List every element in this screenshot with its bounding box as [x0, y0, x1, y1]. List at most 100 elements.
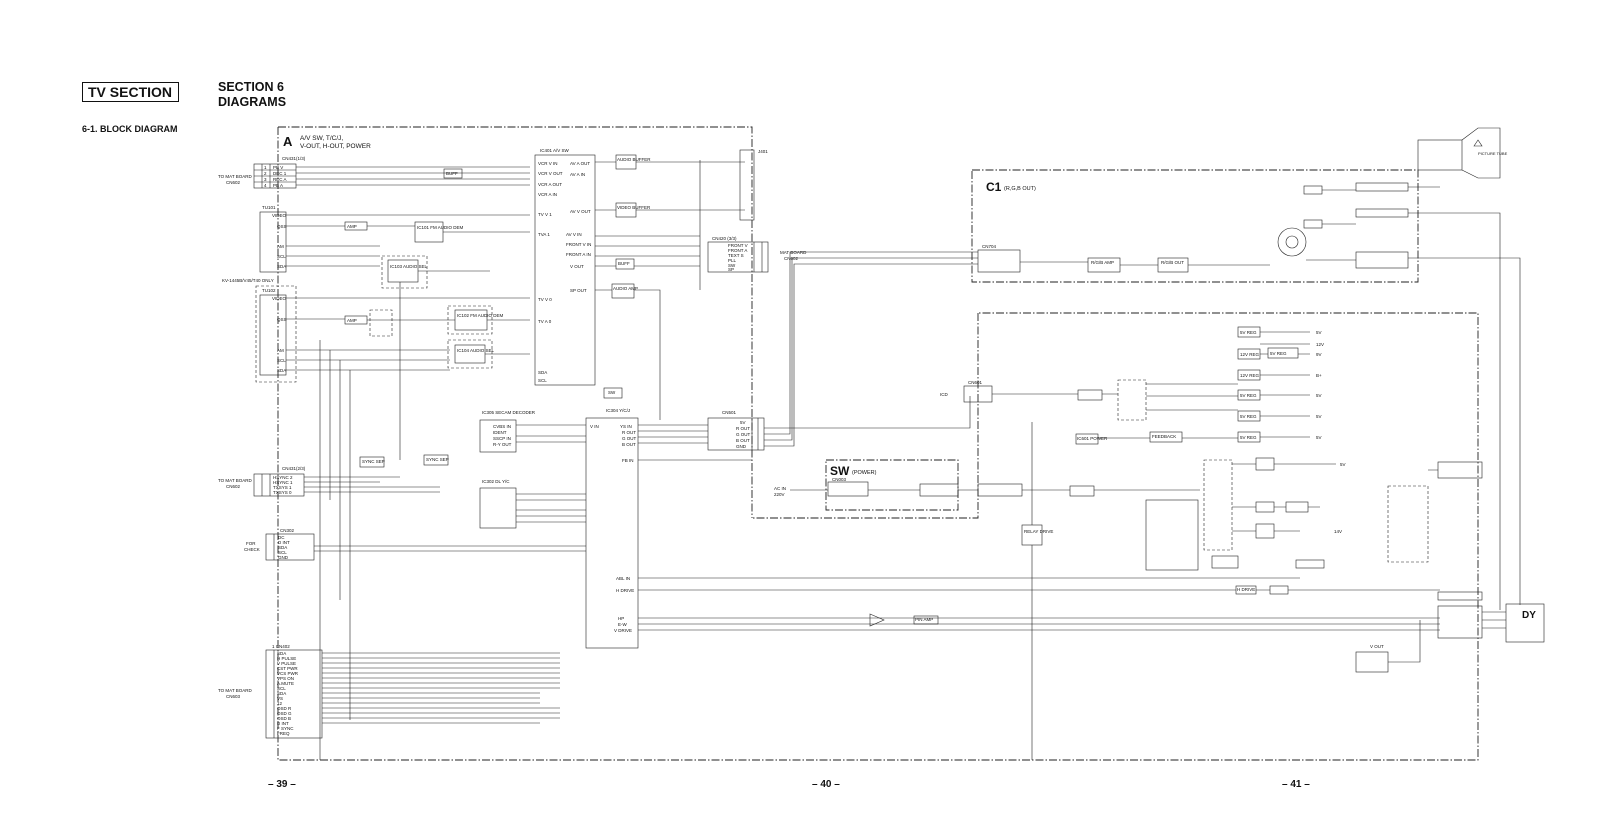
svg-text:AMP: AMP [347, 224, 357, 229]
reg-label: 5V REG [1240, 435, 1257, 440]
cn501-signal: G OUT [736, 432, 751, 437]
ic304-label: IC304 Y/C/J [606, 408, 630, 413]
tu101-tuner: TU101 VIDEO QSS AM SCL SDA [259, 205, 530, 273]
svg-text:SDA: SDA [538, 370, 547, 375]
svg-text:VIDEO: VIDEO [272, 213, 287, 218]
supply-label: 12V [1316, 342, 1324, 347]
ac-rect-2 [1069, 485, 1095, 497]
supply-label: 5V [1316, 435, 1322, 440]
svg-text:AV V OUT: AV V OUT [570, 209, 591, 214]
svg-text:SDA: SDA [277, 264, 286, 269]
cn501-dy-connector [1437, 605, 1483, 639]
h-drive-label: H DRIVE [1237, 587, 1255, 592]
audio-buffer-label: AUDIO BUFFER [617, 157, 651, 162]
cn402-signal: 12 [277, 701, 283, 706]
cn431-1-pin: 3 [264, 177, 267, 182]
tu101-label: TU101 [262, 205, 276, 210]
cn703-connector [1355, 251, 1409, 269]
svg-text:V DRIVE: V DRIVE [614, 628, 632, 633]
page-number-40: – 40 – [812, 779, 840, 790]
svg-text:AV A OUT: AV A OUT [570, 161, 590, 166]
j401-connector [739, 149, 755, 221]
to-mat-board-label: TO MAT BOARD [218, 174, 253, 179]
svg-text:TV A 0: TV A 0 [538, 319, 552, 324]
svg-text:VCR V IN: VCR V IN [538, 161, 558, 166]
cn004-connector [919, 483, 959, 497]
for-label: FOR [246, 541, 256, 546]
ic603-block [1285, 501, 1309, 513]
reg-label: 5V REG [1240, 393, 1257, 398]
cn431-2-connector: CN431(2/3) HSYNC 2 HSYNC 1 TXSYS 1 TXSYS… [218, 466, 440, 497]
rect-block-1 [1255, 457, 1275, 471]
board-a-frame-outline [277, 127, 1479, 761]
cn402-signal: SDA [277, 651, 286, 656]
block-diagram-title: 6-1. BLOCK DIAGRAM [82, 124, 178, 134]
cn501-title: CN501 [722, 410, 737, 415]
svg-text:VCR A OUT: VCR A OUT [538, 182, 562, 187]
supply-label: 9V [1316, 352, 1322, 357]
svg-text:YS IN: YS IN [620, 424, 632, 429]
cn402-signal: SDA [277, 691, 286, 696]
cn402-signal: CST PWR [277, 666, 298, 671]
pin-amp-label: PIN AMP [915, 617, 933, 622]
svg-text:SSCP IN: SSCP IN [493, 436, 511, 441]
ic302-label: IC302 DL Y/C [482, 479, 510, 484]
cn431-2-title: CN431(2/3) [282, 466, 306, 471]
ic401-av-switch: IC401 A/V SW VCR V IN VCR V OUT VCR A OU… [534, 148, 596, 386]
cn420-signal: FRONT V [728, 243, 748, 248]
error-amp-block [1295, 559, 1325, 569]
relay-drive-block [1021, 524, 1043, 546]
cn431-1-connector: CN431(1/3) 1 2 3 4 PB V DEC 1 REC A PB A… [218, 156, 530, 189]
board-sw-desc: (POWER) [852, 470, 877, 476]
cn501-signal: B OUT [736, 438, 750, 443]
svg-text:AM: AM [277, 244, 284, 249]
feedback-label: FEEDBACK [1152, 434, 1176, 439]
board-a-desc1: A/V SW, T/C/J, [300, 135, 343, 142]
cn402-signal: VS [277, 696, 283, 701]
icd-label: ICD [940, 392, 949, 397]
cn402-signal: VPS ON [277, 676, 294, 681]
cn402-connector: 1 CN402 SDA H PULSE V PULSE CST PWR VCS … [218, 644, 560, 739]
svg-text:J401: J401 [758, 149, 768, 154]
svg-text:TV V 1: TV V 1 [538, 212, 552, 217]
ac-in-label: AC IN [774, 486, 786, 491]
svg-text:AM: AM [277, 348, 284, 353]
rv702-block [1303, 185, 1323, 195]
svg-text:H DRIVE: H DRIVE [616, 588, 634, 593]
cn302-signal: SDA [278, 545, 287, 550]
cn501-signal: R OUT [736, 426, 750, 431]
supply-label: 5V [1316, 393, 1322, 398]
pin-amp-block [913, 615, 939, 625]
v-out-label: V OUT [1370, 644, 1384, 649]
svg-text:QSS: QSS [277, 224, 287, 229]
cn431-1-title: CN431(1/3) [282, 156, 306, 161]
supply-bplus: 5V [1340, 462, 1346, 467]
board-c1-frame [971, 169, 1419, 283]
cn003-connector [827, 481, 869, 497]
cn431-2-signal: TXSYS 1 [273, 485, 292, 490]
cn701-connector [1355, 182, 1409, 192]
cn402-signal: OSD R [277, 706, 292, 711]
t601-fbt [1387, 485, 1429, 563]
cn501-signal: GND [736, 444, 747, 449]
sync-sep-block-2 [423, 454, 449, 466]
cn602-label: CN602 [226, 180, 241, 185]
ic305-label: IC305 SECAM DECODER [482, 410, 536, 415]
svg-text:QSS: QSS [277, 317, 287, 322]
board-a-frame-top [278, 126, 753, 518]
video-buffer-label: VIDEO BUFFER [617, 205, 651, 210]
ic502-opamp [869, 613, 885, 627]
ic104-label: IC104 AUDIO SEL [457, 348, 495, 353]
reg-label: 12V REG [1240, 373, 1260, 378]
cn420-connector: CN420 (3/3) FRONT V FRONT A TEXT S PLL S… [707, 236, 807, 273]
board-sw-frame [825, 459, 959, 511]
svg-text:VCR A IN: VCR A IN [538, 192, 557, 197]
cn431-2-signal: HSYNC 2 [273, 475, 293, 480]
tu102-tuner: KV-1445B/V45/T40 ONLY TU102 VIDEO QSS AM… [222, 278, 530, 383]
sync-sep-block-1 [359, 456, 385, 468]
supply-label: 5V [1316, 414, 1322, 419]
cn505-connector [1437, 591, 1483, 601]
svg-text:SCL: SCL [277, 254, 286, 259]
buff-block-2 [443, 168, 463, 179]
